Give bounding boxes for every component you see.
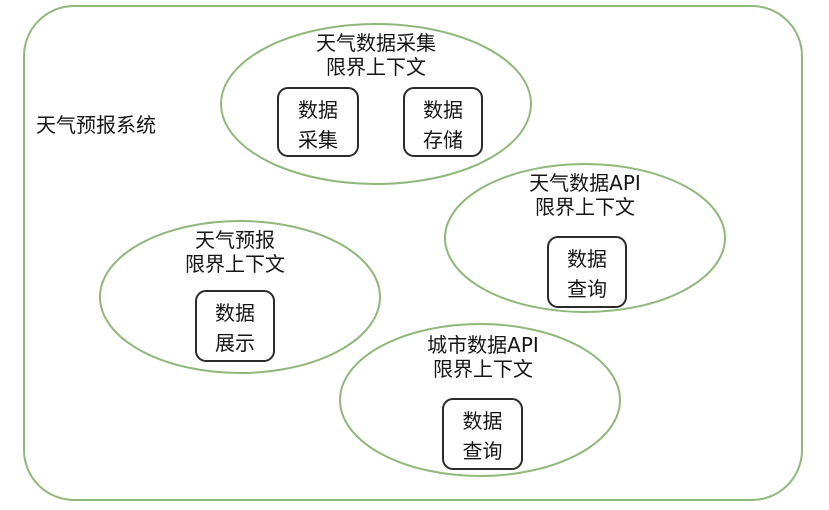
context-title-weather-api: 天气数据API 限界上下文 bbox=[480, 171, 690, 219]
context-title-line2: 限界上下文 bbox=[433, 357, 533, 381]
module-line2: 查询 bbox=[462, 439, 503, 463]
context-ellipse-weather-forecast bbox=[99, 220, 381, 374]
module-line2: 查询 bbox=[567, 277, 607, 301]
context-ellipse-city-api bbox=[339, 323, 621, 477]
context-title-line1: 城市数据API bbox=[427, 333, 539, 357]
context-ellipse-weather-api bbox=[444, 163, 726, 313]
context-title-weather-forecast: 天气预报 限界上下文 bbox=[135, 228, 335, 276]
context-title-line1: 天气数据采集 bbox=[316, 31, 436, 55]
context-title-weather-collection: 天气数据采集 限界上下文 bbox=[276, 31, 476, 79]
context-title-line2: 限界上下文 bbox=[535, 195, 635, 219]
module-line2: 展示 bbox=[215, 331, 255, 355]
context-title-line1: 天气数据API bbox=[529, 171, 641, 195]
module-box-data-collection: 数据 采集 bbox=[277, 87, 359, 157]
module-line1: 数据 bbox=[215, 301, 255, 325]
context-title-line2: 限界上下文 bbox=[326, 55, 426, 79]
module-box-data-display: 数据 展示 bbox=[195, 290, 275, 362]
module-box-data-query-city: 数据 查询 bbox=[442, 398, 523, 470]
system-title: 天气预报系统 bbox=[36, 113, 156, 137]
context-title-city-api: 城市数据API 限界上下文 bbox=[378, 333, 588, 381]
context-ellipse-weather-collection bbox=[220, 23, 532, 185]
context-title-line1: 天气预报 bbox=[195, 228, 275, 252]
module-line2: 采集 bbox=[298, 128, 338, 152]
module-line1: 数据 bbox=[423, 98, 463, 122]
module-line1: 数据 bbox=[462, 409, 503, 433]
module-line1: 数据 bbox=[567, 247, 607, 271]
context-title-line2: 限界上下文 bbox=[185, 252, 285, 276]
module-line1: 数据 bbox=[298, 98, 338, 122]
system-boundary bbox=[23, 5, 803, 501]
module-box-data-storage: 数据 存储 bbox=[403, 87, 483, 157]
module-line2: 存储 bbox=[423, 128, 463, 152]
module-box-data-query-weather: 数据 查询 bbox=[547, 236, 627, 308]
